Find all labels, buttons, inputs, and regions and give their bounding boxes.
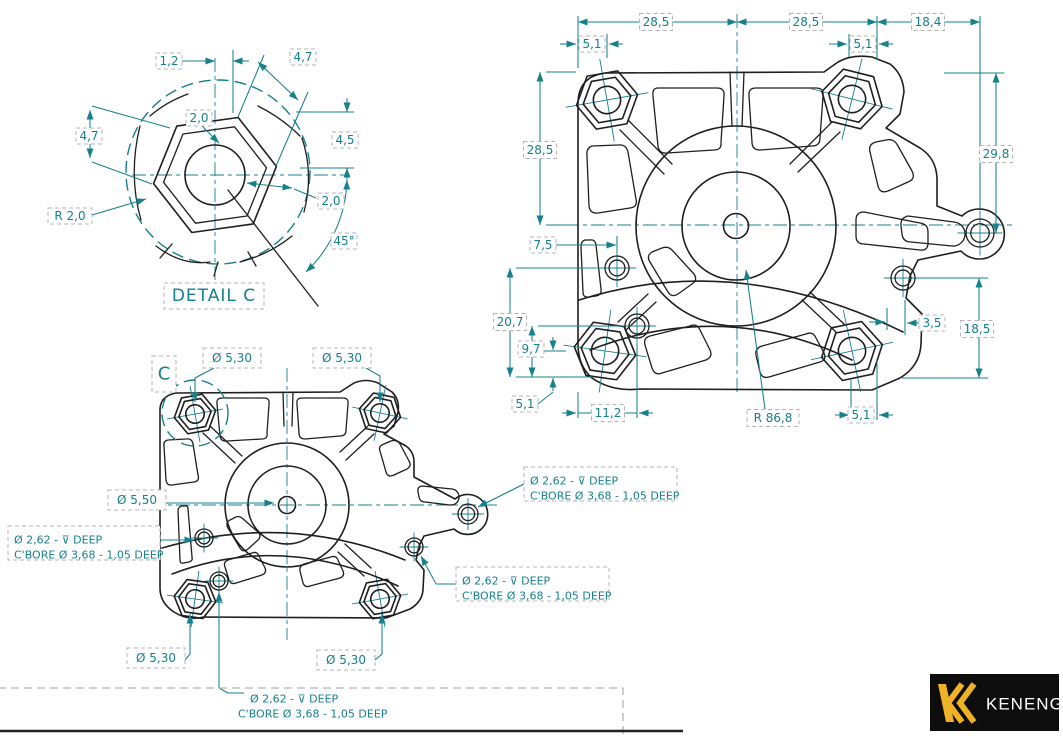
dim-span-arm: 18,4 (915, 15, 942, 29)
detail-view-label: DETAIL C (172, 286, 256, 306)
dim-span-top-left: 28,5 (643, 15, 670, 29)
detail-marker-label: C (158, 364, 171, 385)
dim-step-left: 20,7 (497, 315, 524, 329)
aux-callouts: C Ø 5,30 Ø 5,30 Ø 5,50 Ø 2,62 - ⊽ DEEP C… (7, 347, 680, 721)
callout-hole-bottom-right: Ø 5,30 (326, 653, 366, 667)
center-boss-inner (681, 171, 791, 281)
dim-offset-top-left: 5,1 (582, 37, 601, 51)
hex-boss-bottom-right (347, 566, 413, 632)
dim-wall-right: 2,0 (321, 194, 340, 208)
dim-step-right: 3,5 (922, 316, 941, 330)
callout-cbore-bottom-line2: C'BORE Ø 3,68 - 1,05 DEEP (238, 708, 388, 721)
logo-brand-text: KENENG (986, 695, 1063, 714)
dim-height-right: 29,8 (983, 147, 1010, 161)
keneng-logo: KENENG (930, 674, 1063, 731)
dim-offset-bottom-right: 5,1 (851, 408, 870, 422)
detail-part-geometry (133, 93, 319, 307)
dim-angle: 45° (333, 234, 354, 248)
callout-cbore-right-line1: Ø 2,62 - ⊽ DEEP (462, 575, 551, 588)
dim-slot-width: 1,2 (159, 54, 178, 68)
callout-cbore-left-line1: Ø 2,62 - ⊽ DEEP (14, 534, 103, 547)
detail-boundary-circle (125, 79, 311, 265)
frame-dashed-border (0, 687, 624, 737)
main-part-geometry (558, 48, 1005, 400)
callout-cbore-bottom-line1: Ø 2,62 - ⊽ DEEP (250, 693, 339, 706)
main-dimensions: 28,5 28,5 18,4 5,1 5,1 28,5 7,5 20,7 9,7… (493, 13, 1013, 427)
callout-cbore-arm-line1: Ø 2,62 - ⊽ DEEP (530, 475, 619, 488)
dim-offset-top-right: 5,1 (853, 37, 872, 51)
center-boss-outer (635, 125, 837, 327)
dim-step-left-2: 9,7 (521, 342, 540, 356)
dim-hole-offset: 7,5 (533, 238, 552, 252)
logo-k-chevron2-icon (956, 682, 977, 724)
cbore-hole-left (190, 524, 219, 553)
sheet-frame (0, 687, 683, 737)
dim-height-bottom-right: 18,5 (964, 322, 991, 336)
callout-hole-center: Ø 5,50 (117, 493, 157, 507)
dim-flat-left: 4,7 (79, 129, 98, 143)
callout-cbore-left-line2: C'BORE Ø 3,68 - 1,05 DEEP (14, 549, 164, 562)
callout-hole-bottom-left: Ø 5,30 (136, 651, 176, 665)
dim-corner-radius: R 2,0 (54, 209, 85, 223)
main-view: 28,5 28,5 18,4 5,1 5,1 28,5 7,5 20,7 9,7… (493, 13, 1013, 427)
detail-view: 1,2 4,7 2,0 4,5 2,0 4,7 R 2,0 45° DETAIL… (47, 48, 359, 310)
center-hole (722, 212, 750, 240)
hex-boss-top-left (559, 52, 656, 149)
dim-wall-top: 2,0 (189, 111, 208, 125)
aux-part-geometry (160, 379, 488, 631)
callout-cbore-right-line2: C'BORE Ø 3,68 - 1,05 DEEP (462, 590, 612, 603)
center-boss-inner (247, 465, 327, 545)
cbore-hole-left-lower (205, 567, 234, 596)
detail-dimensions: 1,2 4,7 2,0 4,5 2,0 4,7 R 2,0 45° DETAIL… (47, 48, 359, 310)
aux-view: C Ø 5,30 Ø 5,30 Ø 5,50 Ø 2,62 - ⊽ DEEP C… (7, 347, 680, 721)
logo-k-chevron-icon (944, 682, 965, 724)
callout-hole-top-left: Ø 5,30 (212, 351, 252, 365)
dim-flat-upper-right: 4,7 (293, 50, 312, 64)
dim-arc-radius: R 86,8 (754, 411, 793, 425)
dim-height-right: 4,5 (335, 133, 354, 147)
dim-height-left: 28,5 (527, 143, 554, 157)
callout-hole-top-right: Ø 5,30 (322, 351, 362, 365)
center-hole (277, 495, 297, 515)
center-boss-outer (224, 442, 350, 568)
dim-span-top-right: 28,5 (793, 15, 820, 29)
dim-span-bottom-left: 11,2 (595, 406, 622, 420)
swoop-arc-r868 (578, 280, 904, 333)
hex-boss-bottom-left (163, 567, 227, 631)
callout-cbore-arm-line2: C'BORE Ø 3,68 - 1,05 DEEP (530, 490, 680, 503)
dim-offset-bottom-left: 5,1 (515, 397, 534, 411)
cbore-hole-left-upper (598, 249, 636, 287)
